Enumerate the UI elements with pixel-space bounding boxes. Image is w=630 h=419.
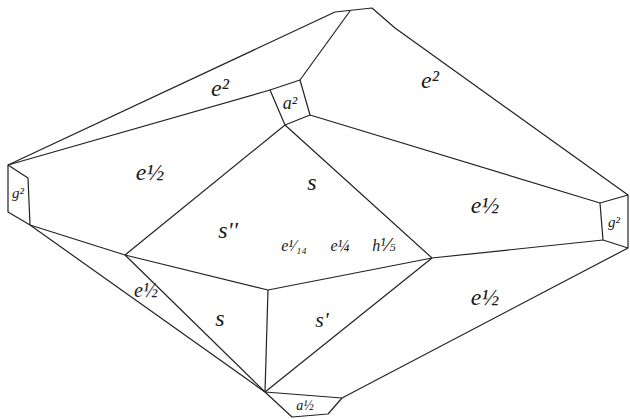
face-label: s xyxy=(215,306,224,330)
face-edge xyxy=(8,90,270,165)
face-label: e¹⁄₁₄ xyxy=(281,238,307,254)
face-edge xyxy=(8,165,30,225)
face-edge xyxy=(600,195,628,248)
face-label: h⅕ xyxy=(372,238,396,254)
face-edge xyxy=(285,125,432,258)
face-label: e¼ xyxy=(330,238,349,254)
face-label: e½ xyxy=(134,280,158,300)
face-edge xyxy=(300,11,350,80)
face-edge xyxy=(265,290,268,392)
face-label: e½ xyxy=(471,193,500,217)
face-label: s'' xyxy=(218,218,238,242)
face-label: a½ xyxy=(296,399,314,413)
face-label: s' xyxy=(315,309,328,331)
face-edge xyxy=(268,258,432,290)
face-edge xyxy=(270,80,310,125)
face-edge xyxy=(432,240,603,258)
face-label: g² xyxy=(12,186,24,201)
face-edge xyxy=(125,255,265,392)
crystal-outline xyxy=(8,8,628,417)
face-label: e½ xyxy=(471,285,500,309)
face-label: e² xyxy=(211,76,229,100)
face-label: s xyxy=(307,170,316,194)
face-label: e½ xyxy=(136,160,165,184)
face-edge xyxy=(265,392,342,398)
face-edge xyxy=(310,115,600,203)
face-edge xyxy=(125,125,285,255)
face-edge xyxy=(30,225,125,255)
face-label: g² xyxy=(608,215,620,230)
face-label: a² xyxy=(283,94,297,112)
face-edge xyxy=(265,258,432,392)
face-label: e² xyxy=(421,68,439,92)
